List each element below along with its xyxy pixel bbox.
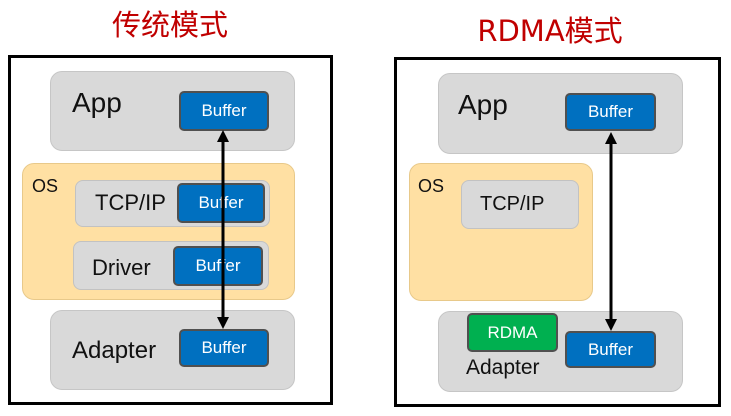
adapter-buffer: Buffer (179, 329, 269, 367)
rdma-adapter-label: Adapter (466, 356, 540, 379)
tcpip-label: TCP/IP (95, 190, 166, 215)
app-label: App (72, 87, 122, 118)
rdma-app-buffer: Buffer (565, 93, 656, 131)
rdma-adapter-buffer: Buffer (565, 331, 656, 368)
rdma-os-label: OS (418, 176, 445, 196)
rdma-mode-title: RDMA模式 (477, 14, 623, 48)
rdma-engine-box: RDMA (467, 313, 558, 352)
adapter-label: Adapter (72, 337, 157, 364)
os-label: OS (32, 176, 59, 196)
rdma-tcpip-label: TCP/IP (480, 193, 545, 215)
arrow-head-down (605, 319, 617, 331)
rdma-app-label: App (458, 89, 508, 120)
driver-label: Driver (92, 255, 151, 280)
tcpip-buffer: Buffer (177, 183, 265, 223)
arrow-head-up (605, 132, 617, 144)
driver-buffer: Buffer (173, 246, 263, 286)
arrow-head-up (217, 130, 229, 142)
arrow-head-down (217, 317, 229, 329)
traditional-mode-title: 传统模式 (111, 8, 228, 42)
rdma-tcpip-box (461, 180, 579, 229)
app-buffer: Buffer (179, 91, 269, 131)
